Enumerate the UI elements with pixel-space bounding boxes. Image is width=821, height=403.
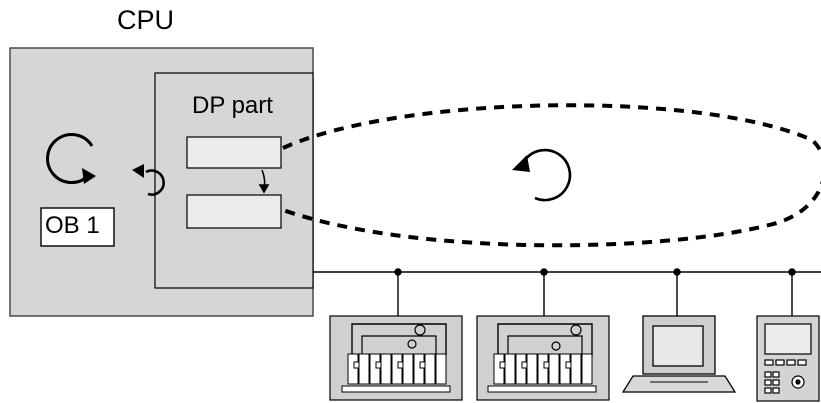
- plc-rack-icon: [329, 315, 463, 401]
- ob1-box: [40, 207, 115, 247]
- plc-rack-icon: [476, 315, 610, 401]
- dp-part-label: DP part: [192, 92, 273, 119]
- dp-send-buffer: [186, 136, 282, 169]
- ob1-label: OB 1: [45, 212, 100, 239]
- bus-drops: [394, 268, 796, 318]
- transfer-cycle-icon: [132, 164, 165, 196]
- operator-panel-icon: [756, 315, 820, 402]
- cpu-cycle-icon: [46, 133, 96, 184]
- buffer-exchange-arrow: [258, 169, 270, 194]
- bus-cycle-ellipse: [282, 103, 821, 248]
- dp-part-block: [154, 72, 314, 289]
- bus-cycle-icon: [512, 148, 572, 202]
- cpu-label: CPU: [117, 5, 175, 35]
- dp-receive-buffer: [186, 194, 282, 229]
- laptop-icon: [621, 315, 737, 393]
